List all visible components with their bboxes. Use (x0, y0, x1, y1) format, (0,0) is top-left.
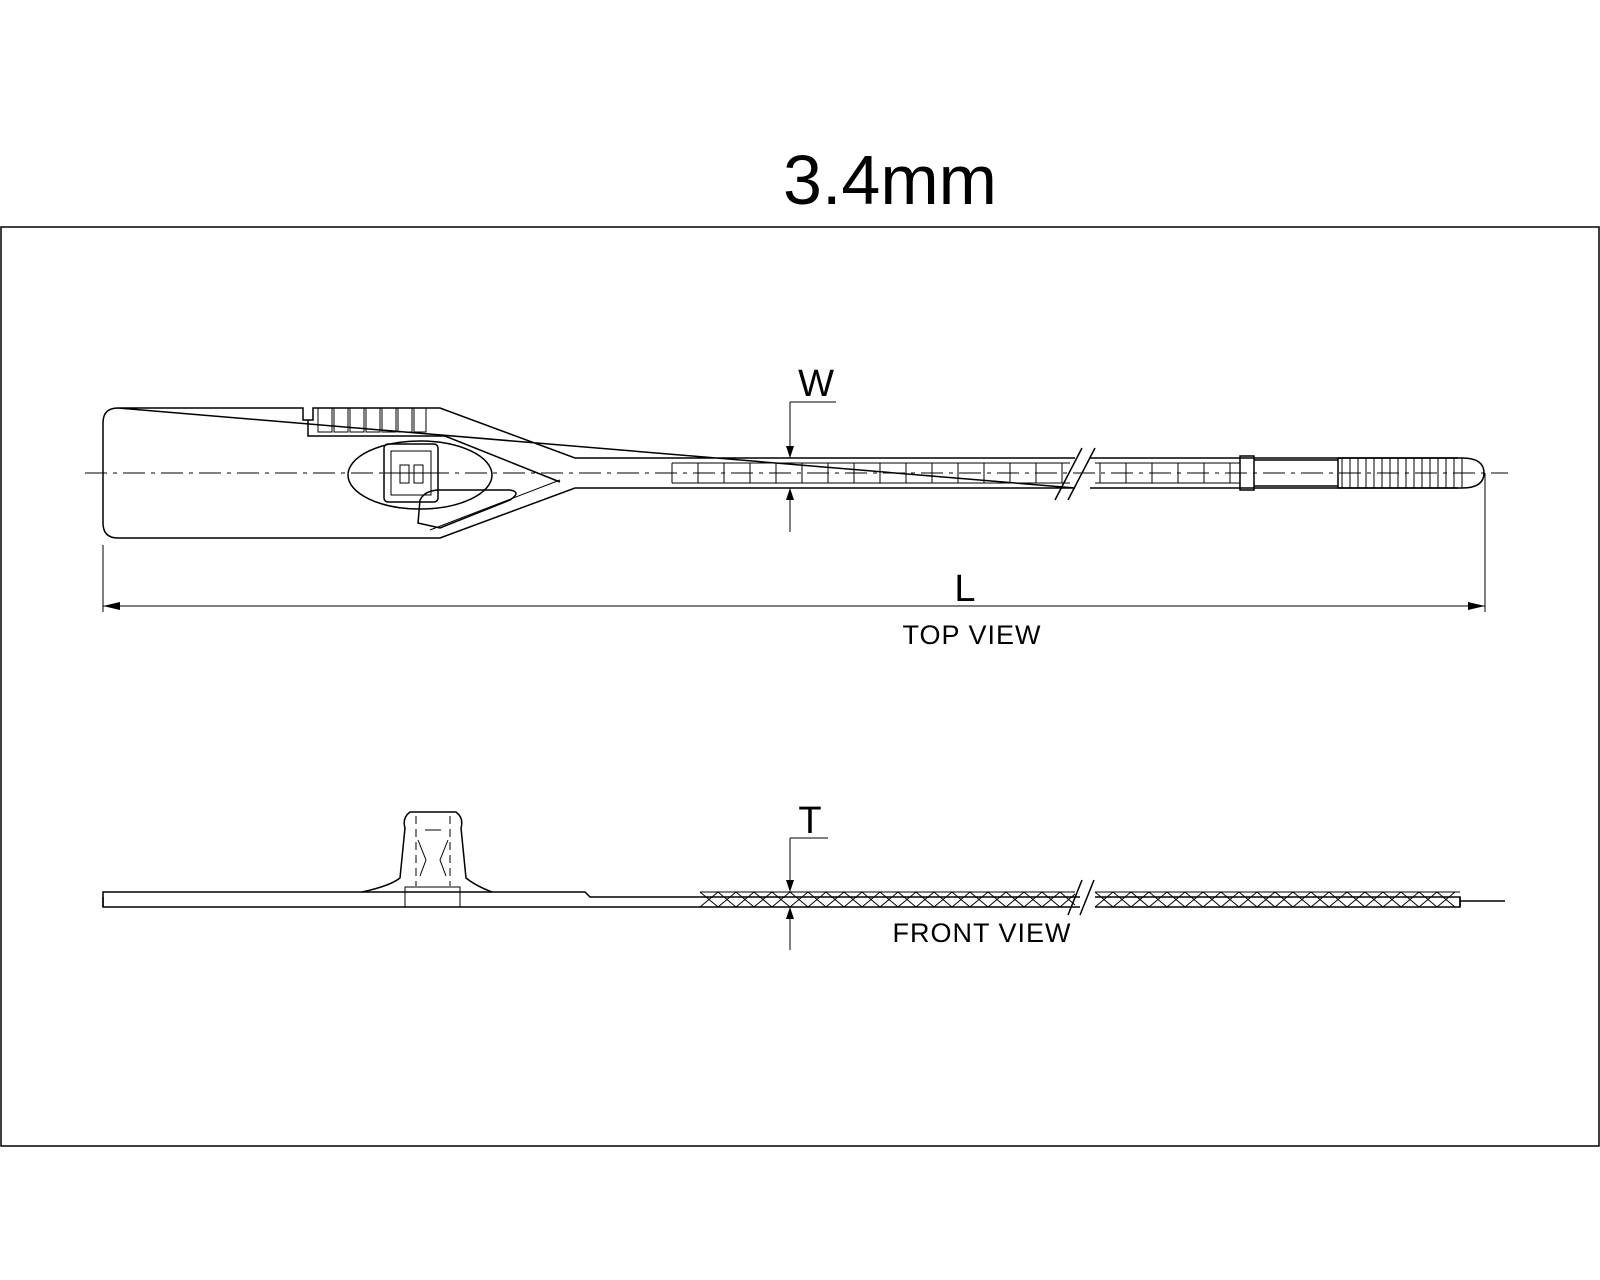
seal-head-outline (102, 407, 1458, 539)
hidden-lines (415, 816, 451, 886)
top-view-caption: TOP VIEW (902, 620, 1041, 650)
width-label: W (798, 363, 834, 405)
lock-body-side (361, 811, 493, 893)
break-symbol (1054, 447, 1096, 501)
front-view: T FRONT VIEW (102, 800, 1505, 950)
tail-grip-ribs (1341, 458, 1463, 488)
thickness-dimension (786, 837, 828, 950)
thickness-label: T (798, 800, 821, 842)
top-view: W L TOP VIEW (85, 363, 1508, 650)
inner-slot (307, 420, 561, 483)
tail-strip (1254, 459, 1338, 487)
length-dimension (102, 473, 1486, 612)
front-base-top (102, 891, 420, 907)
tail-collar (1239, 455, 1255, 491)
drawing-frame (0, 226, 1600, 1147)
width-dimension (786, 401, 836, 532)
lock-ellipse (347, 440, 493, 510)
front-break-symbol (1067, 879, 1095, 916)
strap-ladder (671, 462, 1240, 484)
drawing-title: 3.4mm (783, 141, 997, 219)
tail-grip (1337, 457, 1485, 489)
front-view-caption: FRONT VIEW (892, 918, 1071, 948)
strap-serrations (699, 891, 1460, 908)
head-serrations (317, 407, 427, 433)
length-label: L (954, 568, 975, 610)
guide-line (429, 479, 561, 531)
